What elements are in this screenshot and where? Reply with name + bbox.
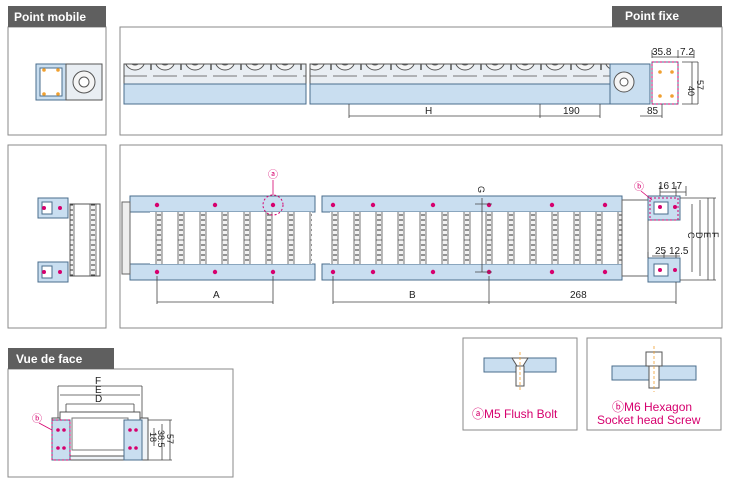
- crossbars-left: [150, 212, 312, 264]
- front-view-drawing: [51, 411, 149, 461]
- dim-268: 268: [570, 290, 587, 301]
- chain-bottom-strip-right: [309, 83, 611, 105]
- tab-point-fixe: Point fixe: [612, 6, 722, 27]
- tab-point-mobile-label: Point mobile: [14, 10, 86, 24]
- dim-C: C: [686, 232, 696, 239]
- chain-plan-view: [121, 195, 681, 283]
- dim-16: 16: [658, 181, 670, 192]
- rail-bottom-right: [321, 263, 623, 281]
- flush-bolt-detail: [483, 352, 557, 390]
- point-mobile-plan-frame: [7, 144, 107, 329]
- dim-85: 85: [647, 106, 659, 117]
- dim-A: A: [213, 290, 220, 301]
- dim-17: 17: [671, 181, 683, 192]
- mobile-end-side-detail: [35, 63, 103, 101]
- chain-side-view: [123, 61, 679, 105]
- front-view-dimensions: [57, 385, 172, 461]
- front-marker-b-label: ⓑ: [32, 413, 42, 425]
- front-dim-38-5: 38.5: [156, 430, 166, 448]
- front-dim-18: 18: [148, 432, 158, 442]
- plan-view-frame: [119, 144, 723, 329]
- dim-25: 25: [655, 246, 667, 257]
- marker-a-label: ⓐ: [268, 169, 278, 181]
- front-dim-F: F: [95, 376, 101, 387]
- tab-point-fixe-label: Point fixe: [625, 9, 679, 23]
- caption-screw-b-line1: ⓑM6 Hexagon: [612, 400, 692, 414]
- crossbars-right: [330, 212, 622, 264]
- front-right-bracket: [123, 419, 143, 461]
- dim-40: 40: [686, 86, 696, 96]
- front-left-bracket: [51, 419, 71, 461]
- marker-b-label: ⓑ: [634, 181, 644, 193]
- bolt-markers: [154, 202, 608, 275]
- tab-vue-de-face: Vue de face: [8, 348, 114, 369]
- front-dim-D: D: [95, 394, 102, 405]
- front-dim-E: E: [95, 385, 102, 396]
- fixed-end-bracket: [651, 61, 679, 105]
- dim-12-5: 12.5: [669, 246, 689, 257]
- mobile-end-plan-detail: [37, 197, 101, 283]
- caption-bolt-a: ⓐM5 Flush Bolt: [472, 407, 558, 421]
- dim-G: G: [476, 186, 486, 193]
- marker-a-highlight: [262, 194, 284, 216]
- plan-view-dimensions: [156, 186, 716, 304]
- tab-point-mobile: Point mobile: [8, 6, 106, 27]
- dim-E: E: [702, 232, 712, 238]
- screw-b-frame: [586, 337, 722, 431]
- tab-vue-de-face-label: Vue de face: [16, 352, 83, 366]
- top-view-frame: [119, 26, 723, 136]
- dim-7-2: 7.2: [680, 47, 694, 58]
- dim-35-8: 35.8: [652, 47, 672, 58]
- bolt-a-frame: [462, 337, 578, 431]
- dim-57-top: 57: [695, 80, 705, 90]
- dim-D: D: [694, 232, 704, 239]
- rail-top-right: [321, 195, 623, 213]
- dim-H: H: [425, 106, 432, 117]
- front-view-frame: [7, 368, 234, 478]
- dim-B: B: [409, 290, 416, 301]
- chain-bottom-strip-left: [123, 83, 307, 105]
- top-view-dimensions: [348, 50, 699, 118]
- marker-b-highlight: [649, 197, 679, 221]
- dim-F: F: [710, 232, 720, 238]
- panel-frames: [7, 26, 723, 478]
- caption-screw-b-line2: Socket head Screw: [597, 413, 701, 427]
- front-dim-57: 57: [165, 434, 175, 444]
- dim-190: 190: [563, 106, 580, 117]
- hex-screw-detail: [611, 346, 697, 392]
